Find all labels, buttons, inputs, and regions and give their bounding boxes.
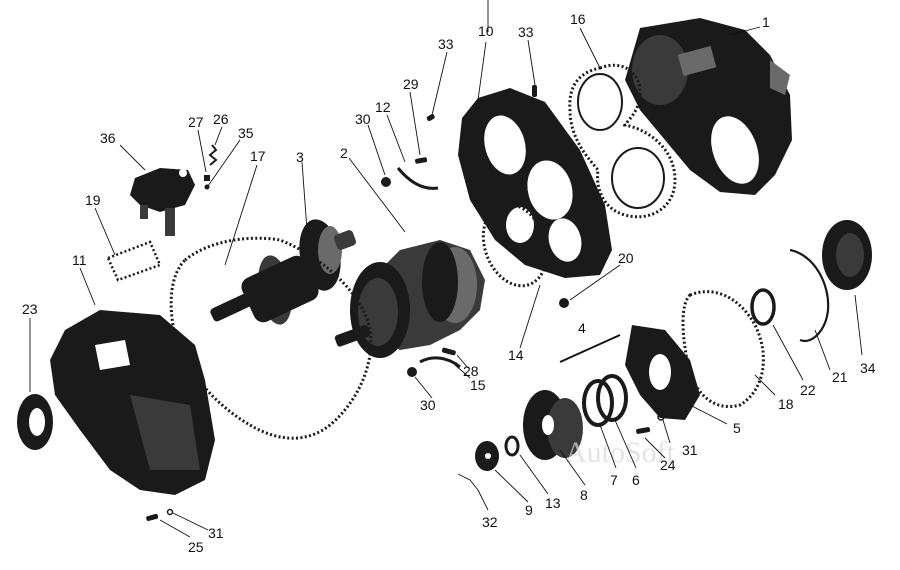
callout-28: 28: [463, 363, 479, 379]
callout-23: 23: [22, 301, 38, 317]
callout-7: 7: [610, 472, 618, 488]
part-6-seal: [596, 374, 628, 422]
part-20-ball: [559, 298, 569, 308]
part-5-bearing-cap: [625, 325, 700, 420]
callout-36: 36: [100, 130, 116, 146]
callout-34: 34: [860, 360, 876, 376]
part-21-snap-ring: [789, 248, 830, 343]
callout-31-b: 31: [682, 442, 698, 458]
callout-24: 24: [660, 457, 676, 473]
part-24-bolt: [636, 427, 651, 434]
callout-19: 19: [85, 192, 101, 208]
part-36-shift-mechanism: [130, 168, 195, 236]
callout-labels: 1 2 3 4 5 6 7 8 9 10 11 12 13 14 15 16 1…: [22, 11, 876, 555]
part-8-cover: [523, 390, 583, 460]
callout-31-a: 31: [208, 525, 224, 541]
callout-15: 15: [470, 377, 486, 393]
callout-22: 22: [800, 382, 816, 398]
part-14-gasket: [481, 202, 549, 288]
callout-33-b: 33: [518, 24, 534, 40]
part-26-spring: [208, 144, 218, 166]
callout-25: 25: [188, 539, 204, 555]
part-25-bolt: [146, 513, 159, 522]
part-2-main-shaft: [334, 240, 485, 358]
part-28-pin: [441, 347, 456, 356]
callout-1: 1: [762, 14, 770, 30]
part-34-cap: [822, 220, 872, 290]
callout-2: 2: [340, 145, 348, 161]
part-23-flange: [17, 394, 53, 450]
part-4-rod: [559, 334, 621, 363]
callout-30-a: 30: [355, 111, 371, 127]
callout-14: 14: [508, 347, 524, 363]
part-12-clip: [396, 167, 439, 190]
callout-33-a: 33: [438, 36, 454, 52]
part-29-pin: [415, 157, 428, 164]
part-18-gasket: [681, 290, 765, 408]
callout-16: 16: [570, 11, 586, 27]
part-30-ball-a: [381, 177, 391, 187]
callout-29: 29: [403, 76, 419, 92]
leader-lines: [29, 0, 863, 538]
part-7-seal: [582, 379, 614, 427]
callout-13: 13: [545, 495, 561, 511]
part-27-pin: [204, 175, 210, 181]
part-32-cotter-pin: [457, 473, 479, 491]
part-13-ring: [504, 435, 520, 457]
part-3-input-shaft: [210, 219, 357, 325]
watermark: AutoSoft: [565, 436, 676, 469]
callout-35: 35: [238, 125, 254, 141]
callout-11: 11: [72, 252, 87, 268]
callout-9: 9: [525, 502, 533, 518]
callout-12: 12: [375, 99, 391, 115]
part-11-rear-housing: [50, 310, 215, 495]
callout-20: 20: [618, 250, 634, 266]
part-33-pin-b: [426, 114, 435, 121]
part-22-ring: [750, 288, 776, 326]
callout-27: 27: [188, 114, 204, 130]
callout-10: 10: [478, 23, 494, 39]
callout-18: 18: [778, 396, 794, 412]
callout-5: 5: [733, 420, 741, 436]
callout-17: 17: [250, 148, 266, 164]
part-33-pin-a: [532, 85, 537, 97]
callout-6: 6: [632, 472, 640, 488]
part-31-washer-b: [657, 413, 665, 421]
callout-30-b: 30: [420, 397, 436, 413]
part-1-front-housing: [625, 18, 792, 195]
callout-3: 3: [296, 149, 304, 165]
part-16-gasket: [568, 63, 677, 219]
part-15-clip: [419, 356, 461, 369]
part-9-nut: [475, 441, 499, 471]
callout-32: 32: [482, 514, 498, 530]
part-31-washer-a: [166, 508, 174, 516]
callout-21: 21: [832, 369, 848, 385]
part-19-gasket: [106, 240, 162, 282]
part-10-plate: [458, 88, 612, 278]
callout-4: 4: [578, 320, 586, 336]
callout-26: 26: [213, 111, 229, 127]
part-30-ball-b: [407, 367, 417, 377]
callout-8: 8: [580, 487, 588, 503]
